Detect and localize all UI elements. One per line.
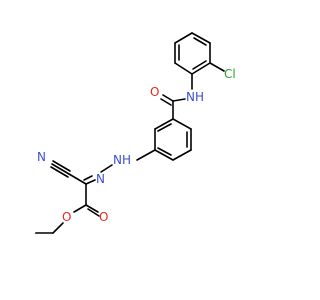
nitrile-triple-bond <box>51 163 70 175</box>
nitrile-n-label: N <box>37 150 46 164</box>
ester-carbonyl-oxygen-label: O <box>99 210 108 224</box>
c-cn-bond <box>68 173 87 185</box>
amide-co-bond <box>162 94 174 102</box>
ester-co-bond <box>85 204 99 213</box>
ring-hydrazone-bond <box>136 149 156 161</box>
ester-c-o-bond <box>73 204 87 213</box>
chlorine-label: Cl <box>224 67 236 81</box>
amide-oxygen-label: O <box>150 85 159 99</box>
nh-carbonyl-bond <box>172 98 186 102</box>
central-benzene-ring <box>154 118 192 161</box>
nh-n-bond <box>100 164 113 173</box>
molecule-structure: Cl NH O NH N N O O <box>35 32 236 234</box>
hydrazone-n-label: N <box>96 172 105 186</box>
structure-canvas: Cl NH O NH N N O O <box>35 32 236 234</box>
hydrazone-double-bond <box>85 179 96 185</box>
c-cl-bond <box>209 62 225 72</box>
hydrazone-nh-label: NH <box>113 153 131 167</box>
amide-nh-label: NH <box>186 90 204 104</box>
ester-ether-oxygen-label: O <box>62 210 71 224</box>
chlorophenyl-ring <box>174 32 211 75</box>
o-ethyl-bond <box>52 222 64 234</box>
